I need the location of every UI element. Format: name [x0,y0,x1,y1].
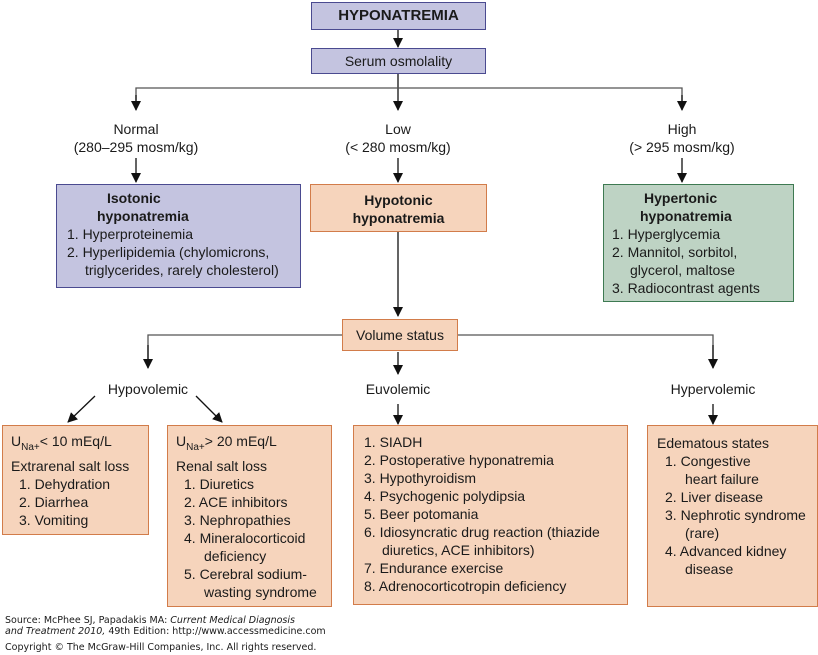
isotonic-item: 2. Hyperlipidemia (chylomicrons, [67,244,270,260]
arrow-to-renal [195,395,223,423]
euvolemic-item: 4. Psychogenic polydipsia [364,488,526,504]
euvolemic-item: 3. Hypothyroidism [364,470,477,486]
u-subscript: Na+ [21,441,40,453]
low-label: Low [385,121,411,137]
arrow-to-extrarenal [67,395,96,423]
isotonic-item: 1. Hyperproteinemia [67,226,194,242]
hypertonic-box: Hypertonic hyponatremia 1. Hyperglycemia… [603,184,794,302]
euvolemic-item: 7. Endurance exercise [364,560,504,576]
extrarenal-item: 2. Diarrhea [19,493,89,510]
renal-box: UNa+> 20 mEq/L Renal salt loss 1. Diuret… [167,425,332,607]
renal-title: Renal salt loss [176,457,268,474]
hypotonic-box: Hypotonic hyponatremia [310,184,487,232]
euvolemic-item: 2. Postoperative hyponatremia [364,452,554,468]
renal-item: 2. ACE inhibitors [184,493,288,510]
isotonic-item: triglycerides, rarely cholesterol) [85,262,279,278]
source-citation: Source: McPhee SJ, Papadakis MA: Current… [5,615,326,637]
renal-item: 1. Diuretics [184,475,255,492]
extrarenal-title: Extrarenal salt loss [11,457,130,474]
volume-status-box: Volume status [342,319,458,351]
root-title: HYPONATREMIA [338,7,459,24]
hypervolemic-label: Hypervolemic [670,381,756,397]
hyponatremia-box: HYPONATREMIA [311,2,486,30]
hypertonic-item: 1. Hyperglycemia [612,226,721,242]
source-title-cont: and Treatment 2010, [5,626,106,637]
branch-line-hypo [147,334,342,365]
high-range: (> 295 mosm/kg) [629,139,735,155]
source-title: Current Medical Diagnosis [170,615,295,626]
branch-line-hyper [458,334,714,365]
copyright: Copyright © The McGraw-Hill Companies, I… [5,642,317,653]
renal-item: deficiency [204,547,267,564]
normal-label: Normal [113,121,159,137]
renal-urine-sodium: UNa+> 20 mEq/L [176,432,331,457]
branch-normal: Normal (280–295 mosm/kg) [56,120,216,156]
branch-low: Low (< 280 mosm/kg) [318,120,478,156]
renal-item: 5. Cerebral sodium- [184,565,307,582]
source-prefix: Source: McPhee SJ, Papadakis MA: [5,615,171,626]
euvolemic-item: diuretics, ACE inhibitors) [382,542,535,558]
u-label: U [176,433,187,449]
isotonic-subtitle: hyponatremia [97,208,189,224]
euvolemic-item: 5. Beer potomania [364,506,479,522]
hypervolemic-item: 1. Congestive [665,453,751,469]
u-value: > 20 mEq/L [204,433,277,449]
branch-line-osmolality [135,87,683,104]
extrarenal-urine-sodium: UNa+< 10 mEq/L [11,432,148,457]
euvolemic-label: Euvolemic [365,381,431,397]
hypervolemic-item: 2. Liver disease [665,489,764,505]
hypervolemic-item: disease [685,561,734,577]
extrarenal-box: UNa+< 10 mEq/L Extrarenal salt loss 1. D… [2,425,149,535]
hypervolemic-item: heart failure [685,471,759,487]
serum-osmolality-label: Serum osmolality [344,53,453,69]
euvolemic-item: 1. SIADH [364,434,423,450]
hypervolemic-box: Edematous states 1. Congestive heart fai… [647,425,818,607]
euvolemic-item: 6. Idiosyncratic drug reaction (thiazide [364,524,600,540]
renal-item: wasting syndrome [204,583,317,600]
hypotonic-title-line1: Hypotonic [364,192,433,208]
extrarenal-item: 1. Dehydration [19,475,111,492]
hypervolemic-title: Edematous states [657,435,770,451]
hypervolemic-item: 4. Advanced kidney [665,543,787,559]
euvolemic-box: 1. SIADH 2. Postoperative hyponatremia 3… [353,425,628,605]
serum-osmolality-box: Serum osmolality [311,48,486,74]
isotonic-title: Isotonic [107,190,161,206]
euvolemic-item: 8. Adrenocorticotropin deficiency [364,578,567,594]
hypervolemic-item: 3. Nephrotic syndrome [665,507,806,523]
isotonic-box: Isotonic hyponatremia 1. Hyperproteinemi… [56,184,301,288]
hypertonic-title: Hypertonic [644,190,718,206]
extrarenal-item: 3. Vomiting [19,511,89,528]
hypertonic-item: 3. Radiocontrast agents [612,280,760,296]
u-value: < 10 mEq/L [39,433,112,449]
hypovolemic-label: Hypovolemic [107,381,189,397]
source-edition: 49th Edition: http://www.accessmedicine.… [105,626,326,637]
hypertonic-subtitle: hyponatremia [640,208,732,224]
branch-high: High (> 295 mosm/kg) [602,120,762,156]
high-label: High [667,121,697,137]
hypotonic-title: Hypotonic hyponatremia [311,191,486,227]
u-label: U [11,433,22,449]
hypervolemic-item: (rare) [685,525,720,541]
hypotonic-title-line2: hyponatremia [352,210,445,226]
low-range: (< 280 mosm/kg) [345,139,451,155]
u-subscript: Na+ [186,441,205,453]
renal-item: 4. Mineralocorticoid [184,529,306,546]
hypertonic-item: glycerol, maltose [630,262,736,278]
normal-range: (280–295 mosm/kg) [73,139,199,155]
hypertonic-item: 2. Mannitol, sorbitol, [612,244,738,260]
renal-item: 3. Nephropathies [184,511,291,528]
volume-status-label: Volume status [356,327,444,343]
